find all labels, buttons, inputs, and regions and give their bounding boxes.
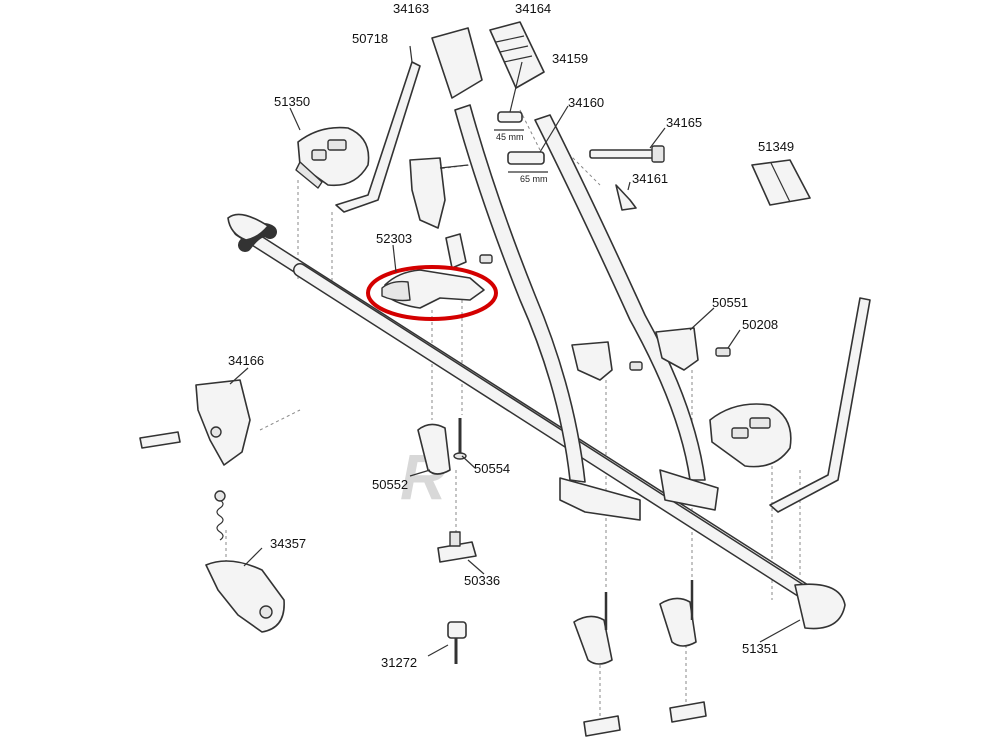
key-31272 xyxy=(447,621,467,664)
clamp-52303 xyxy=(381,269,485,309)
clamp-50552 xyxy=(417,423,451,475)
label-50208: 50208 xyxy=(742,317,779,332)
label-50551: 50551 xyxy=(712,295,749,310)
tbolt-50336 xyxy=(437,531,477,563)
lever-34357 xyxy=(205,490,285,633)
label-34160: 34160 xyxy=(568,95,605,110)
label-50552: 50552 xyxy=(372,477,409,492)
dimension-65mm: 65 mm xyxy=(520,174,548,184)
highlight-circle xyxy=(366,265,498,321)
pin-34161 xyxy=(615,184,637,211)
label-50718: 50718 xyxy=(352,31,389,46)
rod-left xyxy=(335,61,421,213)
sticker-51349 xyxy=(751,159,811,206)
label-52303: 52303 xyxy=(376,231,413,246)
label-31272: 31272 xyxy=(381,655,418,670)
label-leader-lines xyxy=(229,45,801,657)
label-34166: 34166 xyxy=(228,353,265,368)
rod-right xyxy=(769,297,871,513)
label-50554: 50554 xyxy=(474,461,511,476)
dimension-45mm: 45 mm xyxy=(496,132,524,142)
label-51349: 51349 xyxy=(758,139,795,154)
end-caps xyxy=(431,21,545,99)
rail-tube xyxy=(227,213,846,630)
label-34165: 34165 xyxy=(666,115,703,130)
label-34159: 34159 xyxy=(552,51,589,66)
bolt-34165 xyxy=(589,145,665,163)
upright-frame xyxy=(454,104,719,521)
bolt-50554 xyxy=(453,418,467,460)
bracket-upper xyxy=(409,157,469,229)
brackets-50551 xyxy=(571,327,731,381)
label-51350: 51350 xyxy=(274,94,311,109)
small-latch xyxy=(445,233,493,269)
lower-clamps xyxy=(573,580,707,737)
bracket-34166 xyxy=(139,379,251,466)
wheel-holder-left xyxy=(295,126,370,189)
wheel-holder-right xyxy=(709,403,792,468)
label-50336: 50336 xyxy=(464,573,501,588)
label-34164: 34164 xyxy=(515,1,552,16)
label-51351: 51351 xyxy=(742,641,779,656)
label-34163: 34163 xyxy=(393,1,430,16)
label-34357: 34357 xyxy=(270,536,307,551)
label-34161: 34161 xyxy=(632,171,669,186)
